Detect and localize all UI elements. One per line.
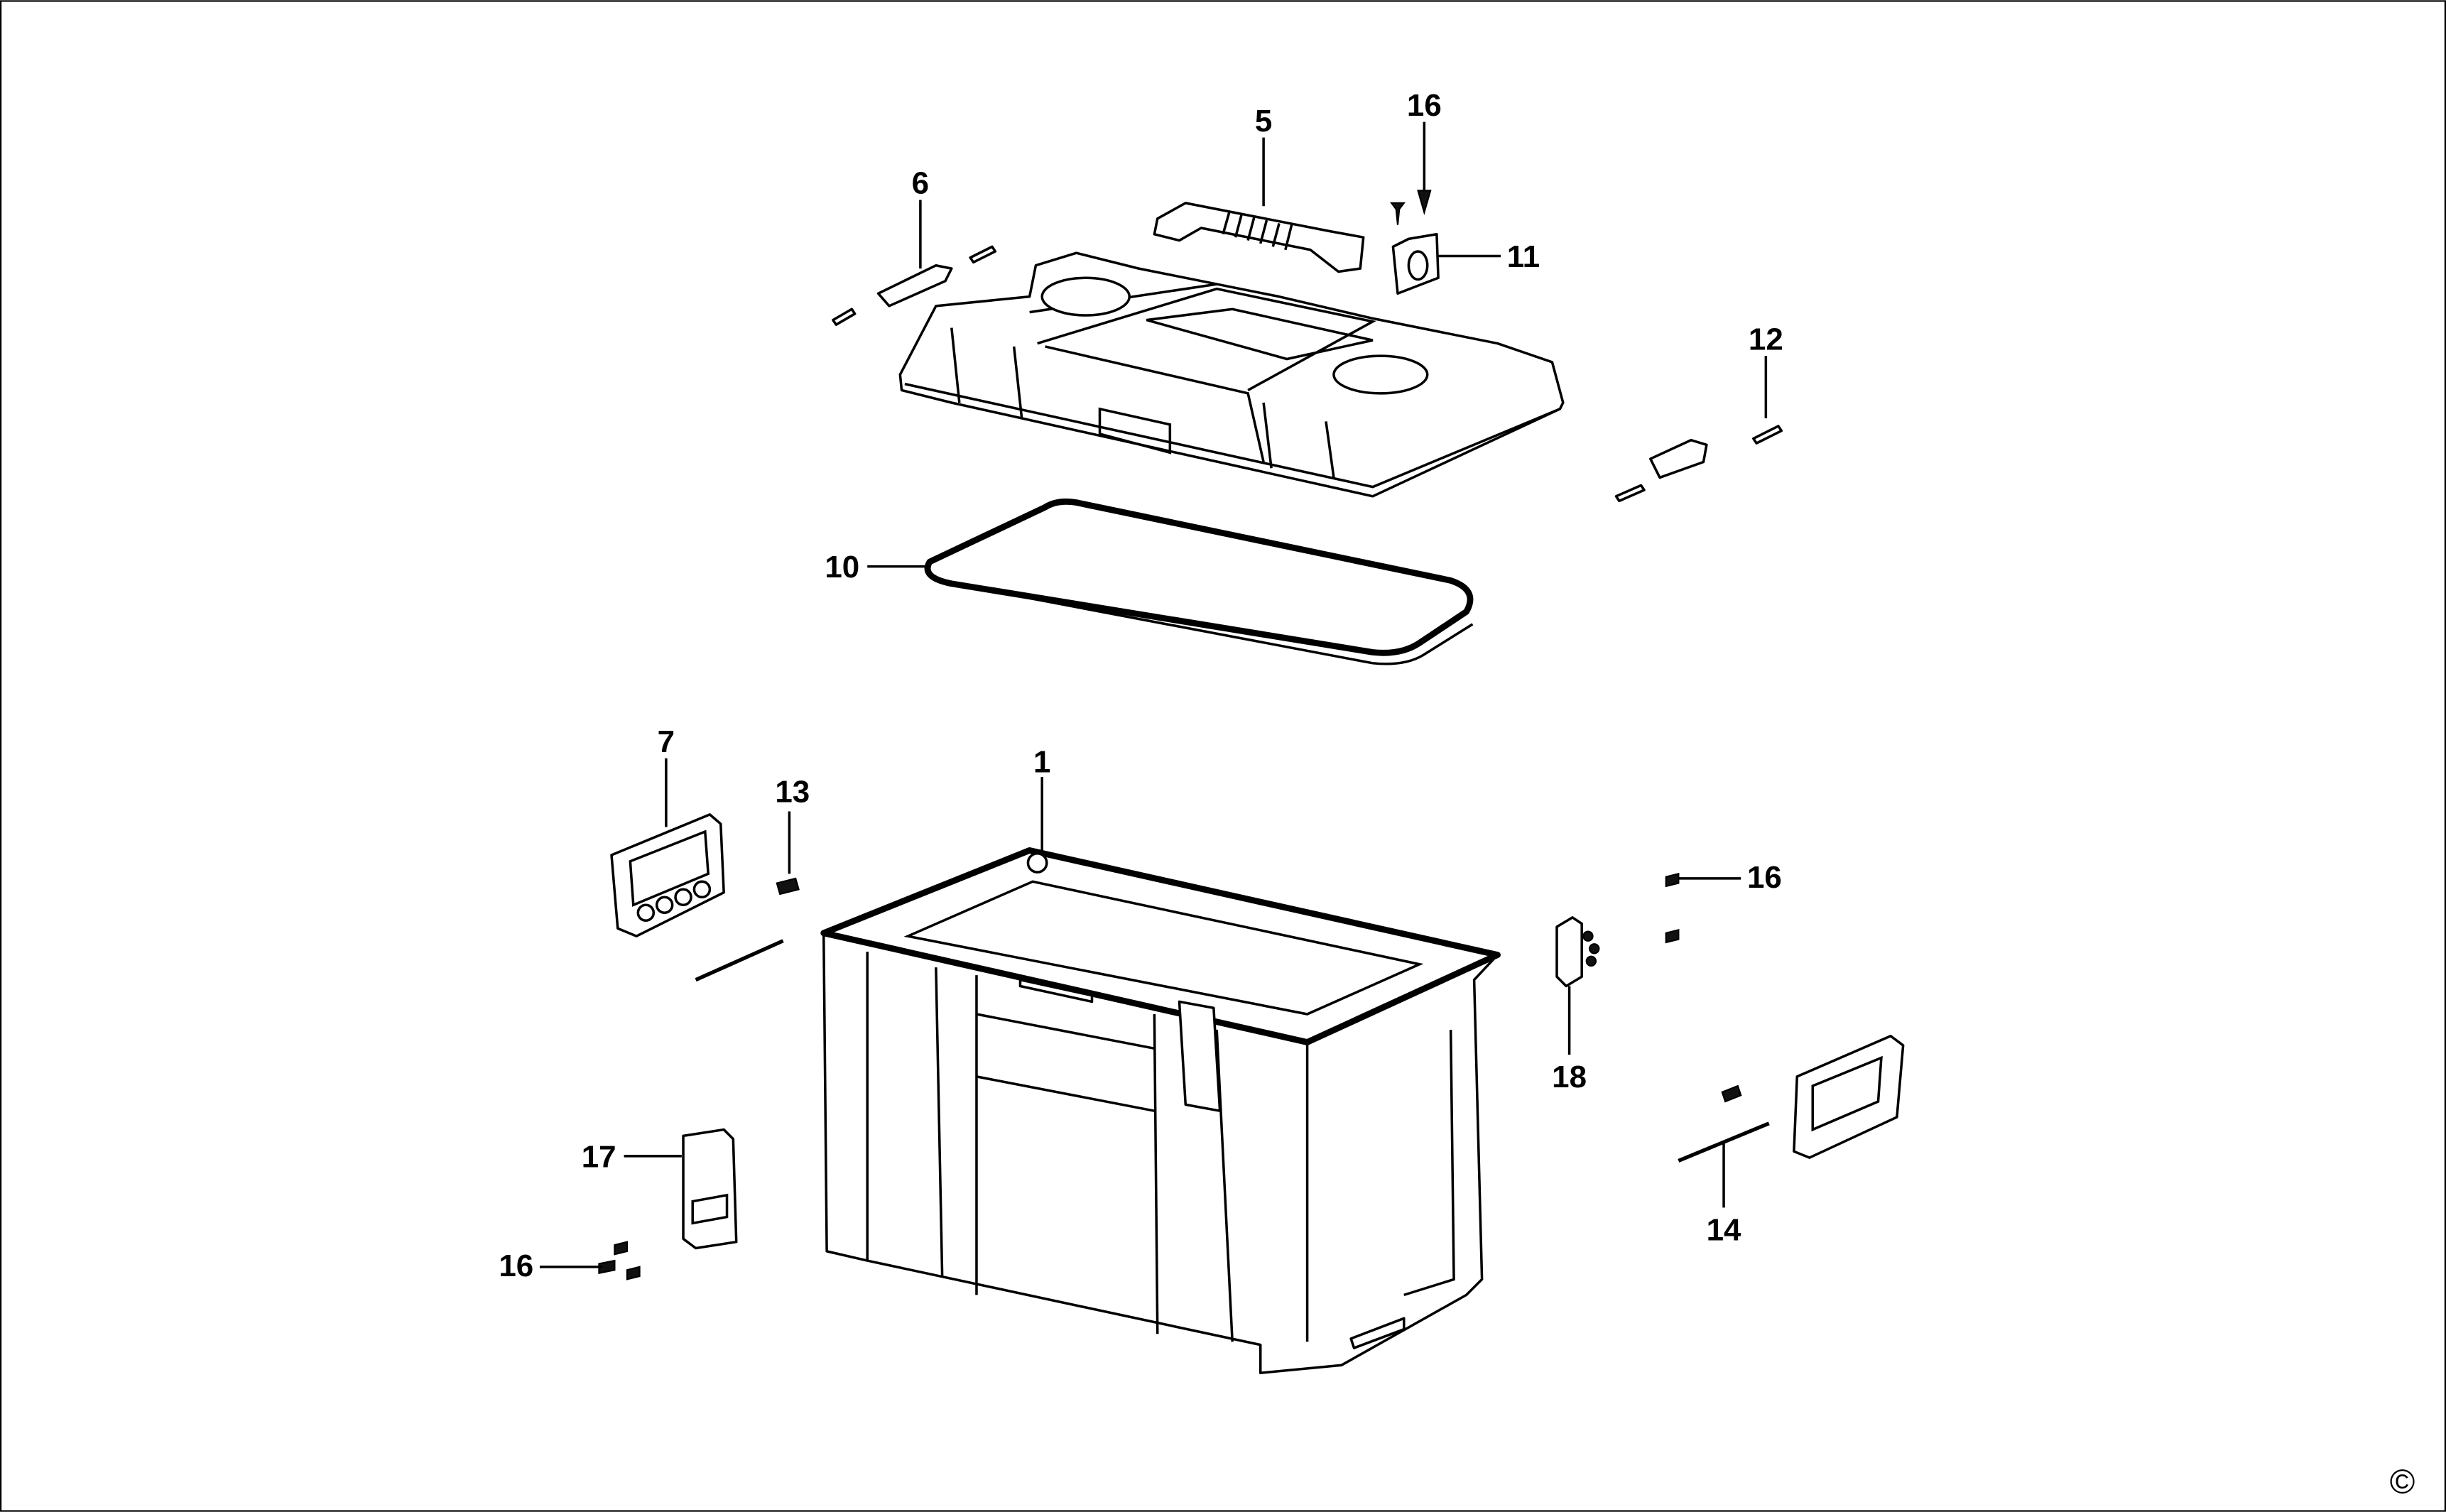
part-5-top-handle xyxy=(1153,202,1365,273)
callout-12: 12 xyxy=(1749,322,1783,357)
part-1-box xyxy=(820,847,1501,1374)
lid xyxy=(898,251,1565,498)
callout-11: 11 xyxy=(1507,239,1540,274)
callout-1: 1 xyxy=(1033,745,1050,780)
part-11-plate xyxy=(1391,233,1440,295)
callout-18: 18 xyxy=(1552,1060,1587,1094)
part-16-screw-right xyxy=(1665,872,1680,888)
part-13-pin xyxy=(776,877,800,896)
part-10-seal xyxy=(924,498,1474,656)
arrow-icon xyxy=(1417,190,1432,216)
part-16-screw xyxy=(1390,202,1406,225)
copyright-mark: © xyxy=(2390,1462,2415,1501)
callout-14: 14 xyxy=(1707,1212,1741,1247)
callout-16-left: 16 xyxy=(499,1249,533,1283)
part-12-latch xyxy=(1614,425,1783,503)
part-17-latch xyxy=(682,1128,738,1250)
part-16-screw-right-2 xyxy=(1665,928,1680,944)
callout-7: 7 xyxy=(658,724,675,759)
part-6-hinge xyxy=(832,245,997,326)
callout-10: 10 xyxy=(825,550,859,584)
part-16-screw-left xyxy=(598,1259,616,1274)
part-14-right-handle xyxy=(1721,1035,1905,1159)
part-7-side-handle xyxy=(610,813,725,937)
callout-16-right: 16 xyxy=(1747,860,1782,895)
part-18-hinge xyxy=(1555,916,1600,988)
callout-6: 6 xyxy=(912,166,929,201)
part-rod-left xyxy=(695,939,784,982)
seal-edge xyxy=(935,579,1474,665)
part-16-screw-left-2 xyxy=(614,1241,629,1256)
part-16-screw-left-3 xyxy=(626,1266,641,1280)
callout-5: 5 xyxy=(1255,104,1272,138)
callout-17: 17 xyxy=(582,1139,616,1174)
callout-13: 13 xyxy=(775,774,810,809)
callout-16-top: 16 xyxy=(1407,88,1442,123)
